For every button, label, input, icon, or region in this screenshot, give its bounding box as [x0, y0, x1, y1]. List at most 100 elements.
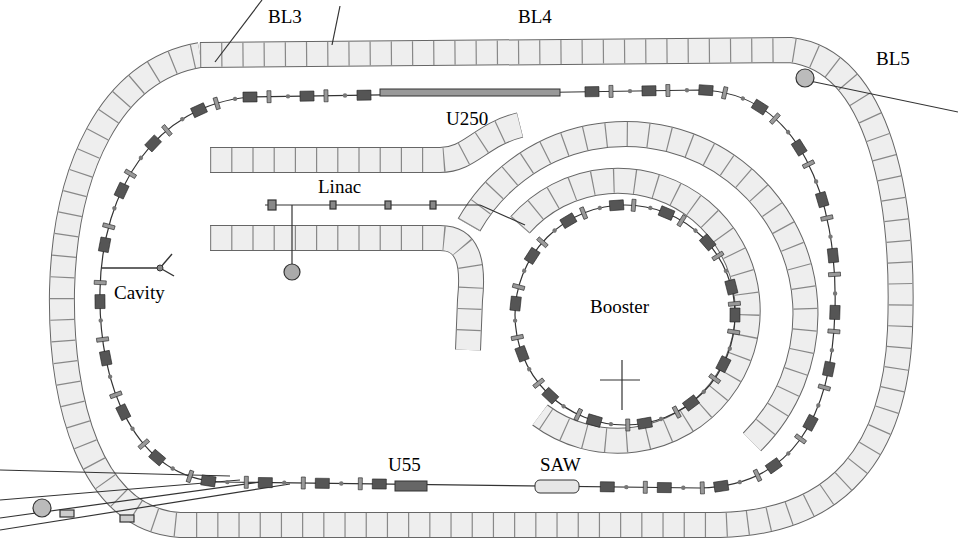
dipole-magnet — [201, 475, 216, 487]
sextupole-magnet — [526, 366, 532, 372]
beamline — [215, 0, 262, 62]
quadrupole-magnet — [213, 97, 220, 110]
sextupole-magnet — [785, 129, 791, 135]
sextupole-magnet — [692, 227, 698, 233]
beamline — [332, 6, 340, 45]
beamline — [0, 484, 290, 530]
quadrupole-magnet — [186, 470, 194, 483]
shield-wall-outline — [469, 134, 805, 442]
quadrupole-magnet — [672, 406, 681, 418]
quadrupole-magnet — [138, 439, 150, 450]
quadrupole-magnet — [267, 91, 271, 103]
beamline-element — [120, 515, 134, 522]
sextupole-magnet — [233, 96, 238, 101]
beamline — [0, 470, 230, 476]
injection-line — [621, 360, 622, 410]
shield-wall — [469, 134, 805, 442]
quadrupole-magnet — [727, 329, 739, 335]
sextupole-magnet — [282, 481, 286, 485]
shield-wall — [210, 125, 520, 160]
sextupole-magnet — [107, 374, 112, 379]
component-label: BL4 — [518, 6, 552, 28]
dipole-magnet — [300, 91, 314, 101]
quadrupole-magnet — [324, 90, 328, 102]
dipole-magnet — [145, 135, 162, 152]
quadrupole-magnet — [769, 113, 780, 125]
sextupole-magnet — [624, 485, 628, 489]
dipole-magnet — [510, 296, 521, 311]
sextupole-magnet — [561, 403, 567, 409]
shield-wall-segment — [210, 125, 520, 160]
beamline-station — [33, 499, 51, 517]
dipole-magnet — [699, 85, 714, 96]
shielding-walls — [62, 50, 901, 525]
dipole-magnet — [515, 345, 529, 362]
beamlines — [0, 0, 958, 530]
quadrupole-magnet — [818, 384, 831, 391]
dipole-magnet — [791, 139, 807, 156]
sextupole-magnet — [815, 403, 821, 409]
quadrupole-magnet — [511, 334, 524, 340]
component-label: Cavity — [114, 282, 165, 304]
shield-wall — [210, 238, 471, 350]
dipole-magnet — [637, 417, 653, 429]
dipole-magnet — [149, 449, 166, 466]
dipole-magnet — [114, 182, 129, 199]
transfer-line — [480, 205, 525, 225]
sextupole-magnet — [225, 480, 229, 484]
component-label: Booster — [590, 296, 649, 318]
booster-ring — [510, 199, 741, 431]
linac-element — [385, 201, 391, 209]
component-label: BL5 — [876, 48, 910, 70]
quadrupole-magnet — [94, 280, 106, 285]
cavity-symbol — [102, 267, 160, 268]
beamline-element — [60, 510, 74, 517]
dipole-magnet — [600, 482, 614, 492]
quadrupole-magnet — [626, 419, 630, 431]
component-label: Linac — [318, 176, 361, 198]
dipole-magnet — [658, 206, 675, 221]
sextupole-magnet — [685, 88, 689, 92]
sextupole-magnet — [740, 96, 746, 102]
quadrupole-magnet — [712, 251, 724, 261]
dipole-magnet — [357, 90, 371, 100]
dipole-magnet — [725, 279, 738, 295]
dipole-magnet — [315, 478, 329, 488]
dipole-magnet — [830, 305, 840, 319]
dipole-magnet — [803, 414, 818, 431]
shield-wall-segment — [520, 181, 748, 441]
quadrupole-magnet — [728, 301, 740, 306]
dipole-magnet — [524, 247, 540, 264]
undulator-u250 — [380, 89, 560, 96]
beam-path — [100, 90, 835, 488]
quadrupole-magnet — [162, 124, 173, 136]
sextupole-magnet — [521, 268, 527, 274]
sextupole-magnet — [597, 205, 602, 210]
sextupole-magnet — [628, 89, 632, 93]
dipole-magnet — [98, 237, 110, 253]
beamline — [805, 80, 958, 112]
sextupole-magnet — [648, 205, 653, 210]
sextupole-magnet — [785, 450, 791, 456]
dipole-magnet — [642, 86, 656, 96]
sextupole-magnet — [681, 486, 685, 490]
dipole-magnet — [95, 295, 105, 309]
quadrupole-magnet — [794, 434, 806, 444]
quadrupole-magnet — [643, 481, 647, 493]
component-label: SAW — [540, 454, 581, 476]
beamline-station — [796, 69, 814, 87]
sextupole-magnet — [701, 389, 707, 395]
quadrupole-magnet — [609, 85, 613, 97]
storage-ring — [94, 84, 840, 493]
sextupole-magnet — [513, 318, 518, 323]
linac-line — [291, 205, 292, 264]
saw-device — [535, 480, 579, 493]
sextupole-magnet — [339, 481, 343, 485]
quadrupole-magnet — [102, 223, 115, 230]
dipole-magnet — [116, 404, 131, 421]
component-label: U55 — [388, 454, 421, 476]
sextupole-magnet — [179, 116, 185, 122]
dipole-magnet — [560, 213, 577, 229]
quadrupole-magnet — [244, 476, 248, 488]
